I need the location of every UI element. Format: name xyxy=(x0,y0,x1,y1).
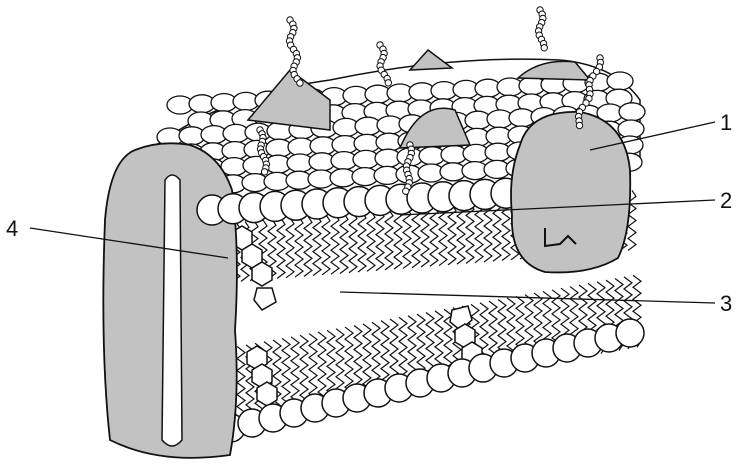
fatty-acid-tail xyxy=(313,216,321,276)
label-1: 1 xyxy=(720,110,732,135)
fatty-acid-tail xyxy=(291,337,299,409)
fatty-acid-tail xyxy=(331,214,339,274)
fatty-acid-tail xyxy=(367,211,375,271)
surface-head xyxy=(607,72,633,90)
fatty-acid-tail xyxy=(304,216,312,276)
fatty-acid-tail xyxy=(457,204,465,264)
fatty-acid-tail xyxy=(403,208,411,268)
fatty-acid-tail xyxy=(318,332,326,404)
surface-protein-back xyxy=(410,50,452,70)
fatty-acid-tail xyxy=(430,206,438,266)
sugar-bead xyxy=(541,45,547,51)
label-4: 4 xyxy=(6,216,18,241)
integral-protein-right xyxy=(511,112,630,273)
leader-line-3 xyxy=(340,292,715,303)
fatty-acid-tail xyxy=(376,211,384,271)
fatty-acid-tail xyxy=(412,208,420,268)
sugar-bead xyxy=(261,169,267,175)
surface-head xyxy=(619,103,645,121)
surface-head xyxy=(618,120,644,138)
sugar-bead xyxy=(403,188,409,194)
fatty-acid-tail xyxy=(295,217,303,277)
fatty-acid-tail xyxy=(340,213,348,273)
fatty-acid-tail xyxy=(421,207,429,267)
fatty-acid-tail xyxy=(322,215,330,275)
fatty-acid-tail xyxy=(385,210,393,270)
label-3: 3 xyxy=(720,291,732,316)
label-2: 2 xyxy=(720,188,732,213)
fatty-acid-tail xyxy=(394,209,402,269)
sugar-bead xyxy=(385,80,391,86)
sugar-bead xyxy=(297,80,303,86)
phospholipid-head xyxy=(616,319,644,347)
fatty-acid-tail xyxy=(286,218,294,278)
fatty-acid-tail xyxy=(349,213,357,273)
fatty-acid-tail xyxy=(237,347,245,419)
transmembrane-protein xyxy=(103,143,237,458)
fatty-acid-tail xyxy=(358,212,366,272)
fatty-acid-tail xyxy=(448,205,456,265)
fatty-acid-tail xyxy=(277,219,285,279)
fatty-acid-tail xyxy=(439,206,447,266)
sugar-bead xyxy=(576,122,582,128)
